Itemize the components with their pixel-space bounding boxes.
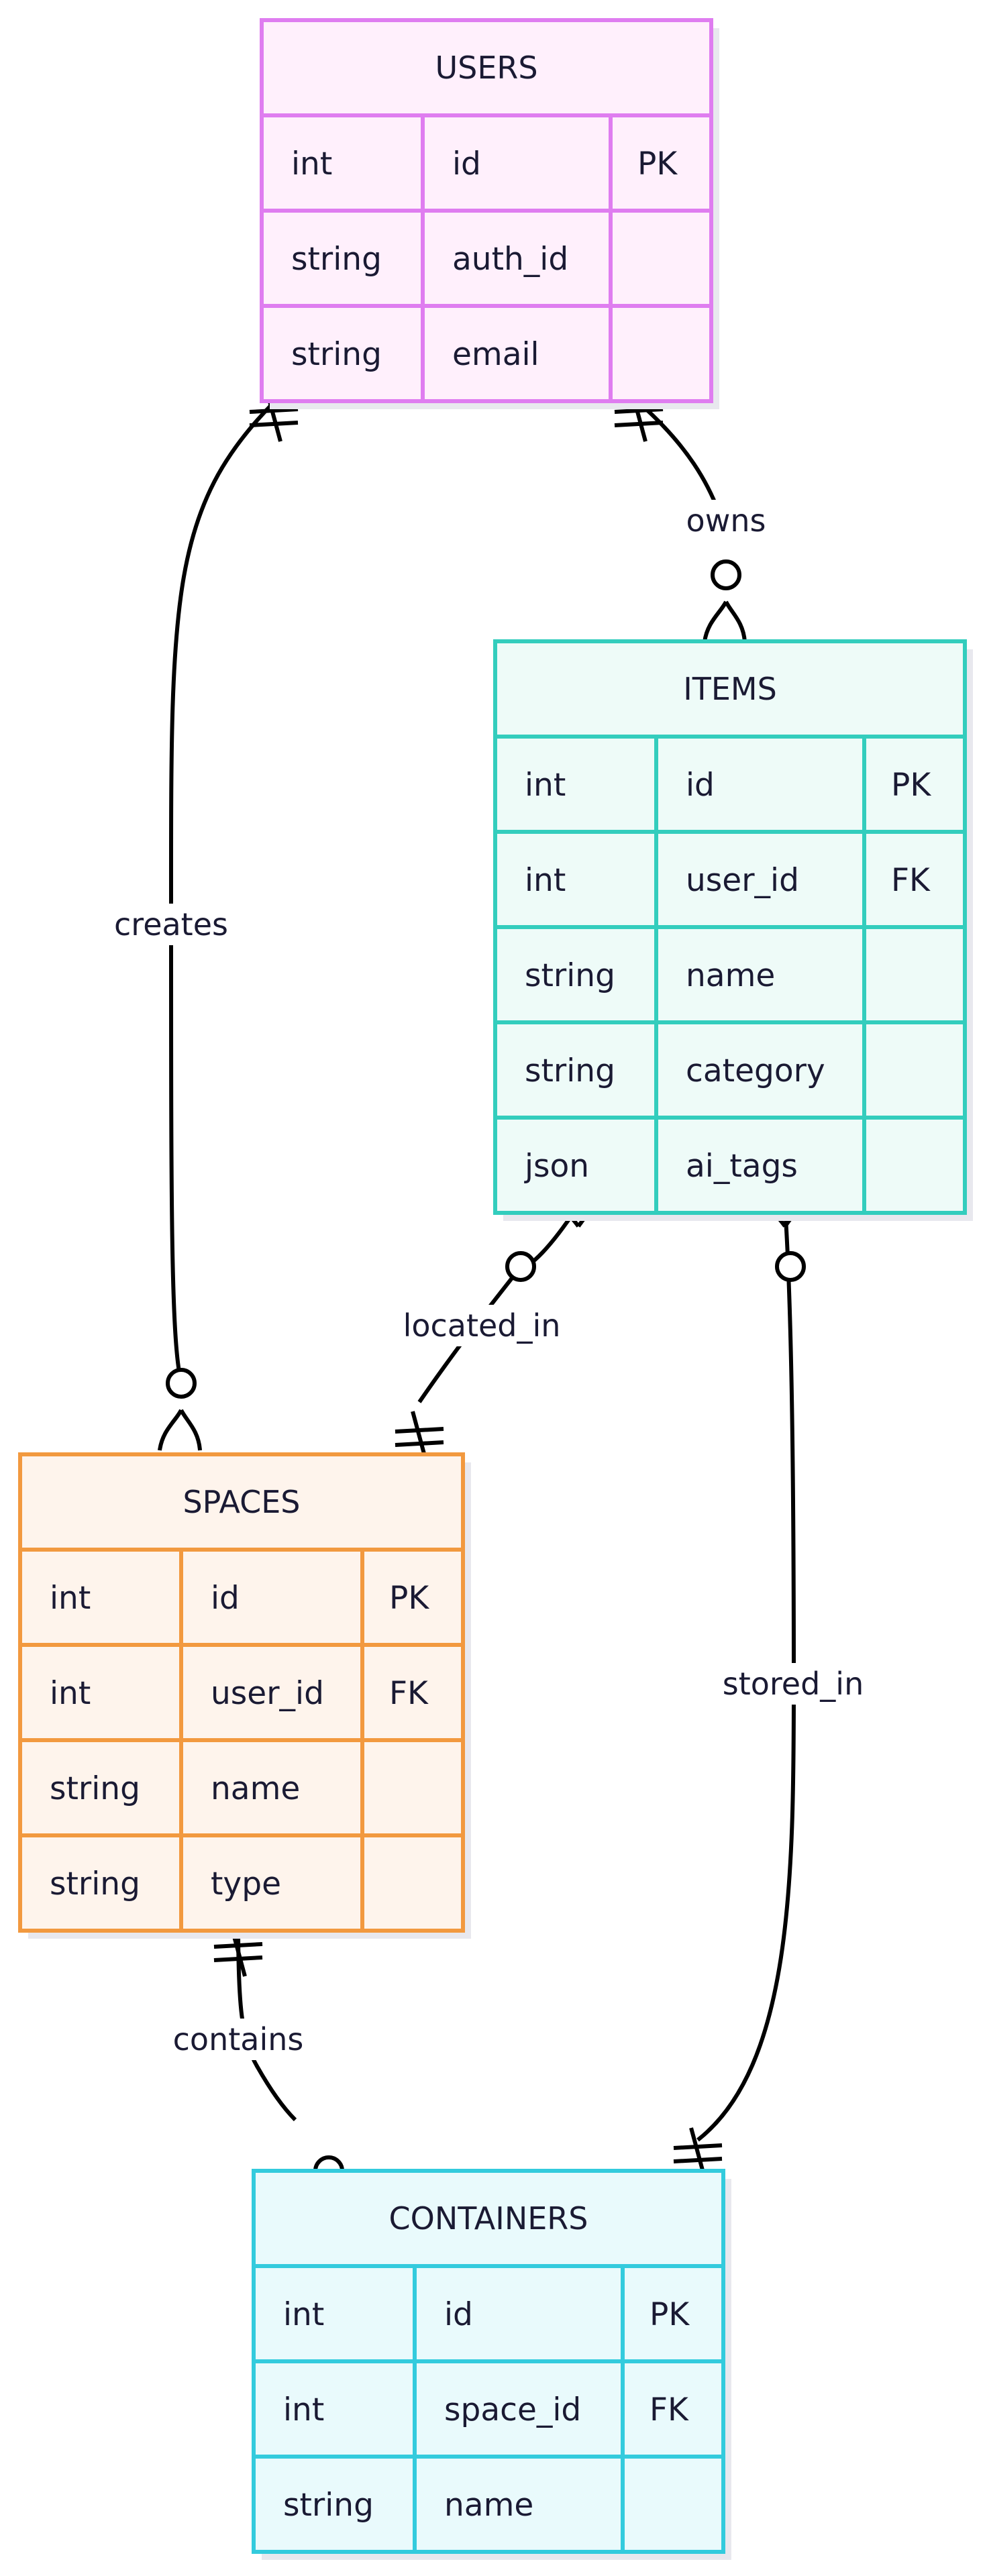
attribute-key: FK [389,1675,429,1712]
attribute-type: string [291,241,382,278]
entity-title: SPACES [183,1484,300,1520]
relationship-line [168,400,276,1383]
relationship-labels: creates owns located_in stored_in contains [109,500,870,2060]
entity-title: ITEMS [683,671,777,707]
attribute-name: ai_tags [686,1148,798,1185]
attribute-name: name [444,2487,533,2524]
attribute-type: string [525,957,615,994]
attribute-name: name [686,957,775,994]
attribute-type: int [283,2392,324,2428]
attribute-type: json [524,1148,589,1185]
attribute-type: string [291,336,382,373]
relationship-creates [168,400,276,1383]
attribute-type: string [50,1866,140,1902]
attribute-name: space_id [444,2392,581,2428]
entity-box [18,1452,465,1933]
label-background [109,904,234,945]
entity-items: ITEMS int id PK int user_id FK string name string… [493,639,973,1221]
label-background [397,1305,566,1346]
label-background [717,1663,870,1705]
attribute-name: type [211,1866,281,1902]
attribute-name: id [686,767,715,804]
attribute-type: int [525,862,566,899]
attribute-type: int [283,2296,324,2333]
attribute-name: id [211,1580,240,1617]
relationship-label-stored_in: stored_in [717,1663,870,1705]
relationship-label: owns [686,502,766,539]
relationship-label-creates: creates [109,904,234,945]
attribute-type: string [283,2487,374,2524]
entity-title: CONTAINERS [389,2200,588,2237]
attribute-type: int [50,1675,91,1712]
attribute-key: FK [891,862,931,899]
zero-or-many-marker [158,1368,202,1451]
attribute-type: string [525,1053,615,1089]
attribute-name: category [686,1053,825,1089]
relationship-label-located_in: located_in [397,1305,566,1346]
attribute-key: PK [650,2296,690,2333]
relationship-label: located_in [403,1307,561,1344]
attribute-name: name [211,1770,300,1807]
attribute-name: auth_id [452,241,568,278]
attribute-key: FK [650,2392,689,2428]
label-background [167,2019,309,2060]
attribute-type: string [50,1770,140,1807]
relationship-label-contains: contains [167,2019,309,2060]
attribute-type: int [291,146,332,182]
zero-or-many-marker [703,559,747,643]
entity-title: USERS [435,50,537,86]
attribute-name: id [444,2296,473,2333]
attribute-name: user_id [686,862,799,899]
attribute-key: PK [891,767,931,804]
attribute-name: email [452,336,539,373]
attribute-key: PK [389,1580,429,1617]
relationship-label: contains [173,2021,304,2057]
attribute-name: user_id [211,1675,324,1712]
relationship-label: creates [114,906,228,943]
relationship-label: stored_in [723,1666,864,1702]
entity-spaces: SPACES int id PK int user_id FK string name strin… [18,1452,471,1939]
attribute-type: int [525,767,566,804]
relationship-label-owns: owns [680,500,772,541]
attribute-key: PK [637,146,678,182]
attribute-type: int [50,1580,91,1617]
entity-containers: CONTAINERS int id PK int space_id FK string name [252,2169,731,2560]
label-background [680,500,772,541]
attribute-name: id [452,146,481,182]
